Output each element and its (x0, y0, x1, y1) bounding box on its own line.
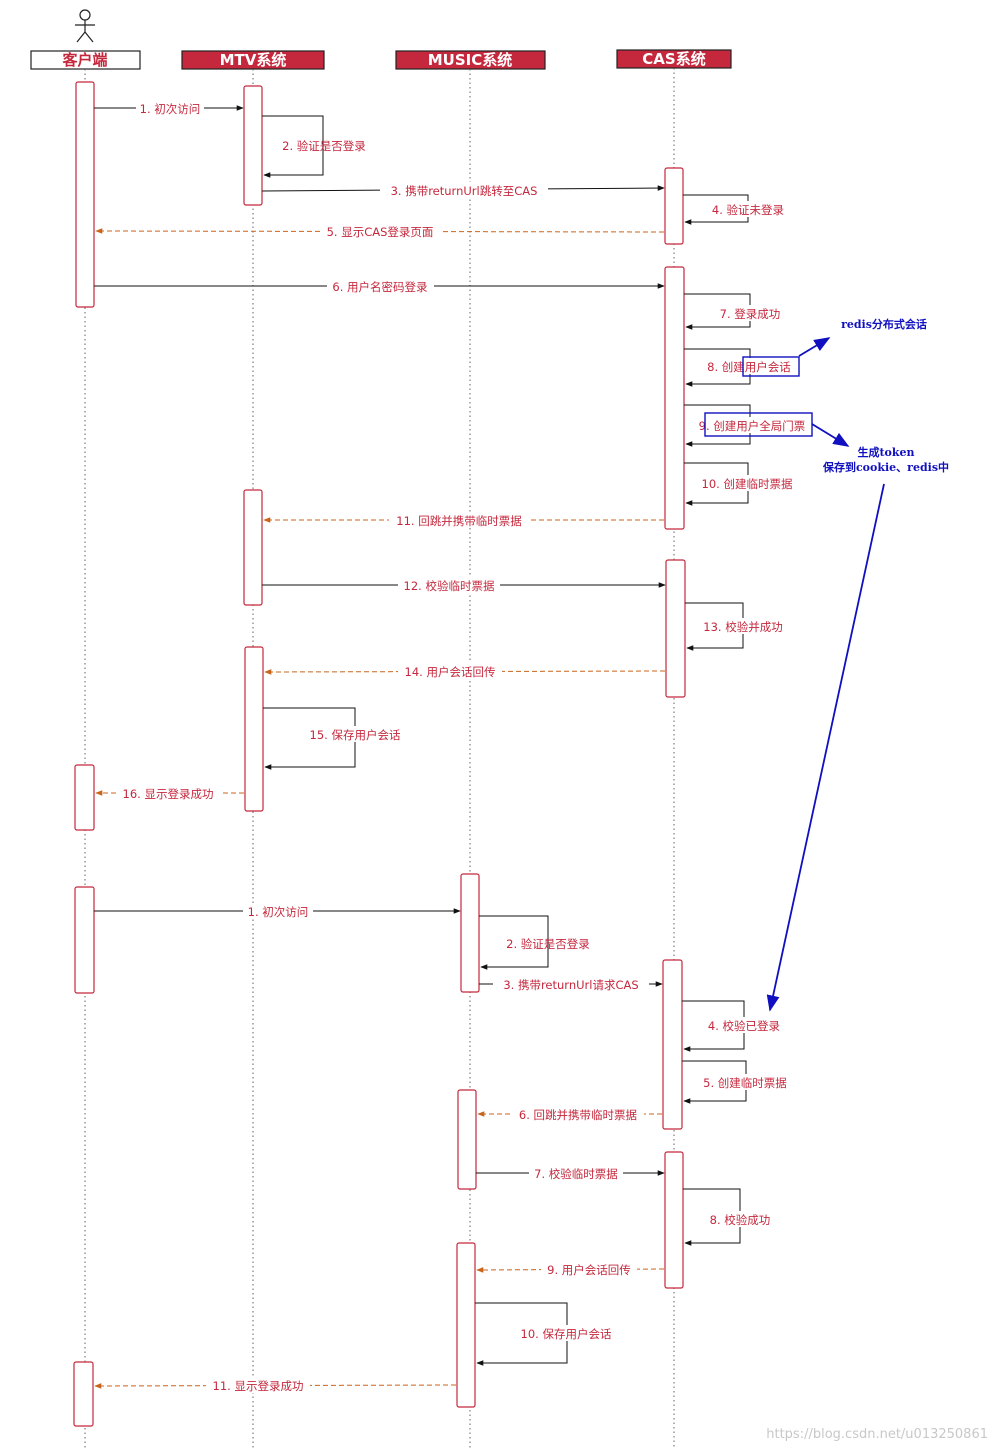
label-f1-1: 1. 初次访问 (140, 102, 201, 116)
highlight-user-session (742, 356, 800, 377)
participant-mtv: MTV系统 (181, 50, 325, 70)
label-f1-10: 10. 创建临时票据 (702, 477, 793, 491)
label-f1-7: 7. 登录成功 (720, 307, 781, 321)
label-f1-5: 5. 显示CAS登录页面 (327, 225, 434, 239)
note-token-line1: 生成token (857, 445, 914, 459)
actor-icon (75, 9, 95, 43)
note-arrow-long (766, 483, 885, 1012)
lifelines (84, 68, 675, 1448)
activation-cas-2 (664, 266, 685, 530)
label-f2-1: 1. 初次访问 (248, 905, 309, 919)
activation-music-1 (460, 873, 480, 993)
arrow-f1-2 (262, 115, 324, 178)
activation-mtv-3 (244, 646, 264, 812)
activation-client-1 (75, 81, 95, 308)
label-f2-7: 7. 校验临时票据 (534, 1167, 618, 1181)
label-f2-5: 5. 创建临时票据 (703, 1076, 787, 1090)
activation-cas-3 (665, 559, 686, 698)
arrow-f2-9 (476, 1267, 665, 1273)
label-f2-9: 9. 用户会话回传 (547, 1263, 631, 1277)
activation-cas-4 (662, 959, 683, 1130)
activations (73, 81, 686, 1427)
note-arrow-redis (798, 337, 831, 357)
watermark: https://blog.csdn.net/u013250861 (766, 1427, 988, 1442)
arrow-f2-2 (479, 915, 549, 970)
label-f2-11: 11. 显示登录成功 (213, 1379, 304, 1393)
activation-mtv-1 (243, 85, 263, 206)
activation-mtv-2 (243, 489, 263, 606)
label-f1-8: 8. 创建用户会话 (707, 360, 791, 374)
participant-client-label: 客户端 (61, 51, 107, 69)
participant-cas-label: CAS系统 (642, 50, 705, 68)
participant-music: MUSIC系统 (395, 50, 546, 70)
label-f1-12: 12. 校验临时票据 (404, 579, 495, 593)
label-f1-4: 4. 验证未登录 (712, 203, 784, 217)
label-f1-9: 9. 创建用户全局门票 (699, 419, 806, 433)
label-f2-8: 8. 校验成功 (710, 1213, 771, 1227)
label-f1-14: 14. 用户会话回传 (405, 665, 496, 679)
participant-cas: CAS系统 (616, 49, 732, 69)
label-f1-15: 15. 保存用户会话 (310, 728, 401, 742)
label-f1-2: 2. 验证是否登录 (282, 139, 366, 153)
label-f2-3: 3. 携带returnUrl请求CAS (503, 978, 638, 992)
label-f1-6: 6. 用户名密码登录 (332, 280, 427, 294)
activation-client-3 (74, 886, 95, 994)
activation-client-4 (73, 1361, 94, 1427)
label-f2-2: 2. 验证是否登录 (506, 937, 590, 951)
label-f1-11: 11. 回跳并携带临时票据 (396, 514, 522, 528)
activation-client-2 (74, 764, 95, 831)
participant-music-label: MUSIC系统 (428, 51, 513, 69)
activation-music-3 (456, 1242, 476, 1408)
label-f1-13: 13. 校验并成功 (703, 620, 782, 634)
label-f2-4: 4. 校验已登录 (708, 1019, 780, 1033)
label-f2-6: 6. 回跳并携带临时票据 (519, 1108, 638, 1122)
activation-music-2 (457, 1089, 477, 1190)
participant-mtv-label: MTV系统 (220, 51, 287, 69)
note-token-line2: 保存到cookie、redis中 (822, 460, 949, 474)
participant-client: 客户端 (30, 50, 141, 70)
label-f1-3: 3. 携带returnUrl跳转至CAS (391, 184, 538, 198)
note-redis-session: redis分布式会话 (841, 317, 927, 331)
label-f2-10: 10. 保存用户会话 (521, 1327, 612, 1341)
activation-cas-5 (664, 1151, 684, 1289)
label-f1-16: 16. 显示登录成功 (123, 787, 214, 801)
activation-cas-1 (664, 167, 684, 245)
note-arrow-token (811, 423, 850, 447)
